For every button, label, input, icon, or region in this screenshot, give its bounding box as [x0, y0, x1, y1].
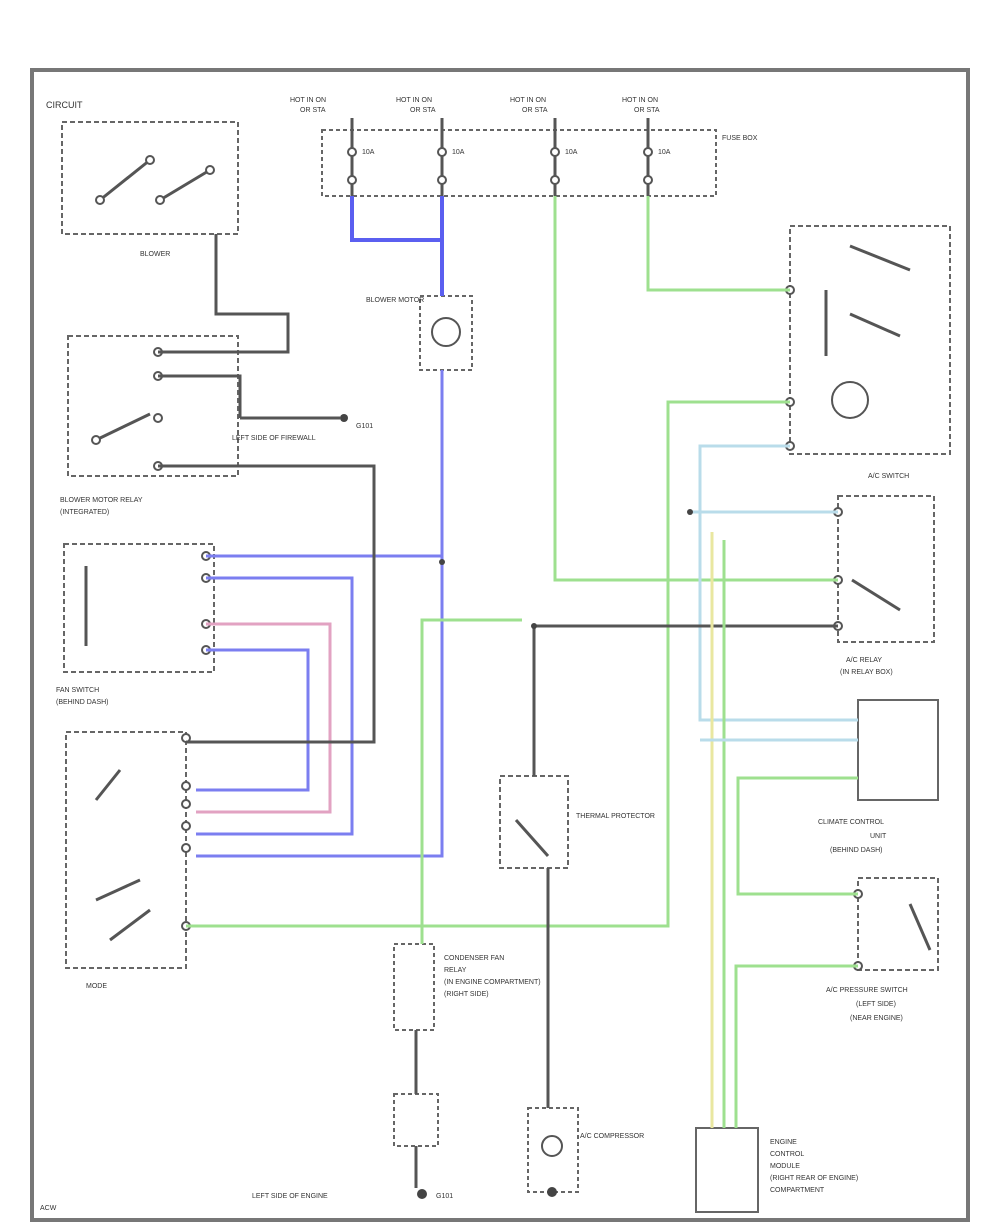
svg-text:HOT IN ON: HOT IN ON: [510, 97, 546, 104]
thermal-protector: THERMAL PROTECTOR: [499, 775, 655, 869]
ac-compressor: A/C COMPRESSOR: [527, 1107, 644, 1197]
lower-ground: LEFT SIDE OF ENGINE G101: [252, 1189, 453, 1200]
wire-blue-fuse-junction: [350, 196, 444, 242]
svg-text:10A: 10A: [565, 149, 578, 156]
ecu-sub: CONTROL: [770, 1151, 804, 1158]
wire-black-relay-contact: [158, 374, 242, 418]
condenser-loc2: (RIGHT SIDE): [444, 991, 489, 998]
ac-pressure-switch: A/C PRESSURE SWITCH (LEFT SIDE) (NEAR EN…: [826, 877, 939, 1022]
ac-switch: A/C SWITCH: [785, 225, 951, 480]
fan-switch-label: FAN SWITCH: [56, 687, 99, 694]
ecu-label: ENGINE: [770, 1139, 797, 1146]
svg-text:HOT IN ON: HOT IN ON: [622, 97, 658, 104]
condenser-loc: (IN ENGINE COMPARTMENT): [444, 979, 541, 986]
pressure-switch-sub: (LEFT SIDE): [856, 1001, 896, 1008]
ecu-sub2: MODULE: [770, 1163, 800, 1170]
svg-text:HOT IN ON: HOT IN ON: [396, 97, 432, 104]
condenser-label: CONDENSER FAN: [444, 955, 504, 962]
fuse-1: HOT IN ON OR STA 10A: [290, 97, 375, 196]
blower-resistor: FAN SWITCH (BEHIND DASH): [56, 543, 215, 706]
fuse-4: HOT IN ON OR STA 10A: [622, 97, 671, 196]
wire-green-fuse4: [646, 196, 790, 292]
svg-text:10A: 10A: [658, 149, 671, 156]
lower-ground-label: LEFT SIDE OF ENGINE: [252, 1193, 328, 1200]
fuse-block-label: FUSE BOX: [722, 135, 758, 142]
svg-text:OR STA: OR STA: [522, 107, 548, 114]
fuse-block: FUSE BOX HOT IN ON OR STA 10A HOT IN ON …: [290, 97, 758, 197]
climate-control-loc: (BEHIND DASH): [830, 847, 883, 854]
climate-control-label: CLIMATE CONTROL: [818, 819, 884, 826]
page-id: ACW: [40, 1205, 57, 1212]
upper-ground-label: LEFT SIDE OF FIREWALL: [232, 435, 316, 442]
wire-teal-relay: [698, 444, 858, 722]
svg-text:10A: 10A: [362, 149, 375, 156]
ignition-switch: BLOWER: [61, 121, 239, 258]
svg-text:OR STA: OR STA: [300, 107, 326, 114]
wire-green-condenser: [420, 618, 522, 944]
pressure-switch-label: A/C PRESSURE SWITCH: [826, 987, 908, 994]
lower-ground-code: G101: [436, 1193, 453, 1200]
blower-motor-label: BLOWER MOTOR: [366, 297, 424, 304]
svg-text:10A: 10A: [452, 149, 465, 156]
diagram-frame: [30, 68, 970, 1222]
ac-relay: A/C RELAY (IN RELAY BOX): [833, 495, 935, 676]
ac-switch-label: A/C SWITCH: [868, 473, 909, 480]
wire-blue-resistor-2: [196, 576, 354, 836]
wire-black-ignition-relay: [158, 234, 290, 354]
compressor-label: A/C COMPRESSOR: [580, 1133, 644, 1140]
climate-control-unit: CLIMATE CONTROL UNIT (BEHIND DASH): [818, 699, 939, 854]
inline-connector: [393, 1093, 439, 1147]
corner-label: CIRCUIT: [46, 100, 83, 110]
blower-motor: BLOWER MOTOR: [366, 295, 473, 371]
pressure-switch-loc: (NEAR ENGINE): [850, 1015, 903, 1022]
svg-text:OR STA: OR STA: [634, 107, 660, 114]
engine-control-module: ENGINE CONTROL MODULE (RIGHT REAR OF ENG…: [695, 1127, 858, 1213]
upper-ground: LEFT SIDE OF FIREWALL G101: [232, 414, 373, 442]
ecu-loc: (RIGHT REAR OF ENGINE): [770, 1175, 858, 1182]
svg-text:OR STA: OR STA: [410, 107, 436, 114]
climate-control-sub: UNIT: [870, 833, 887, 840]
mode-switch: MODE: [65, 731, 191, 990]
ignition-switch-label: BLOWER: [140, 251, 170, 258]
wire-black-relay-clutch: [532, 624, 838, 776]
mode-switch-label: MODE: [86, 983, 107, 990]
wire-pink-resistor: [196, 622, 332, 814]
wire-green-climate: [736, 776, 858, 896]
fuse-3: HOT IN ON OR STA 10A: [510, 97, 578, 196]
ac-relay-sub: (IN RELAY BOX): [840, 669, 893, 676]
fan-switch-sub: (BEHIND DASH): [56, 699, 109, 706]
wire-black-relay-mode: [158, 464, 376, 744]
fuse-2: HOT IN ON OR STA 10A: [396, 97, 465, 196]
thermal-protector-label: THERMAL PROTECTOR: [576, 813, 655, 820]
condenser-sub: RELAY: [444, 967, 467, 974]
ac-relay-label: A/C RELAY: [846, 657, 882, 664]
blower-relay-label: BLOWER MOTOR RELAY: [60, 497, 143, 504]
ecu-loc2: COMPARTMENT: [770, 1187, 825, 1194]
svg-text:HOT IN ON: HOT IN ON: [290, 97, 326, 104]
upper-ground-code: G101: [356, 423, 373, 430]
blower-motor-relay: BLOWER MOTOR RELAY (INTEGRATED): [60, 335, 239, 516]
wire-green-fuse3: [553, 196, 838, 582]
wire-green-pressure: [734, 964, 858, 1128]
blower-relay-sub: (INTEGRATED): [60, 509, 109, 516]
wire-green-acswitch: [186, 400, 790, 928]
condenser-fan-relay: CONDENSER FAN RELAY (IN ENGINE COMPARTME…: [393, 943, 541, 1031]
wire-blue-resistor-3: [196, 648, 310, 792]
wire-blue-motor-down: [196, 370, 444, 858]
